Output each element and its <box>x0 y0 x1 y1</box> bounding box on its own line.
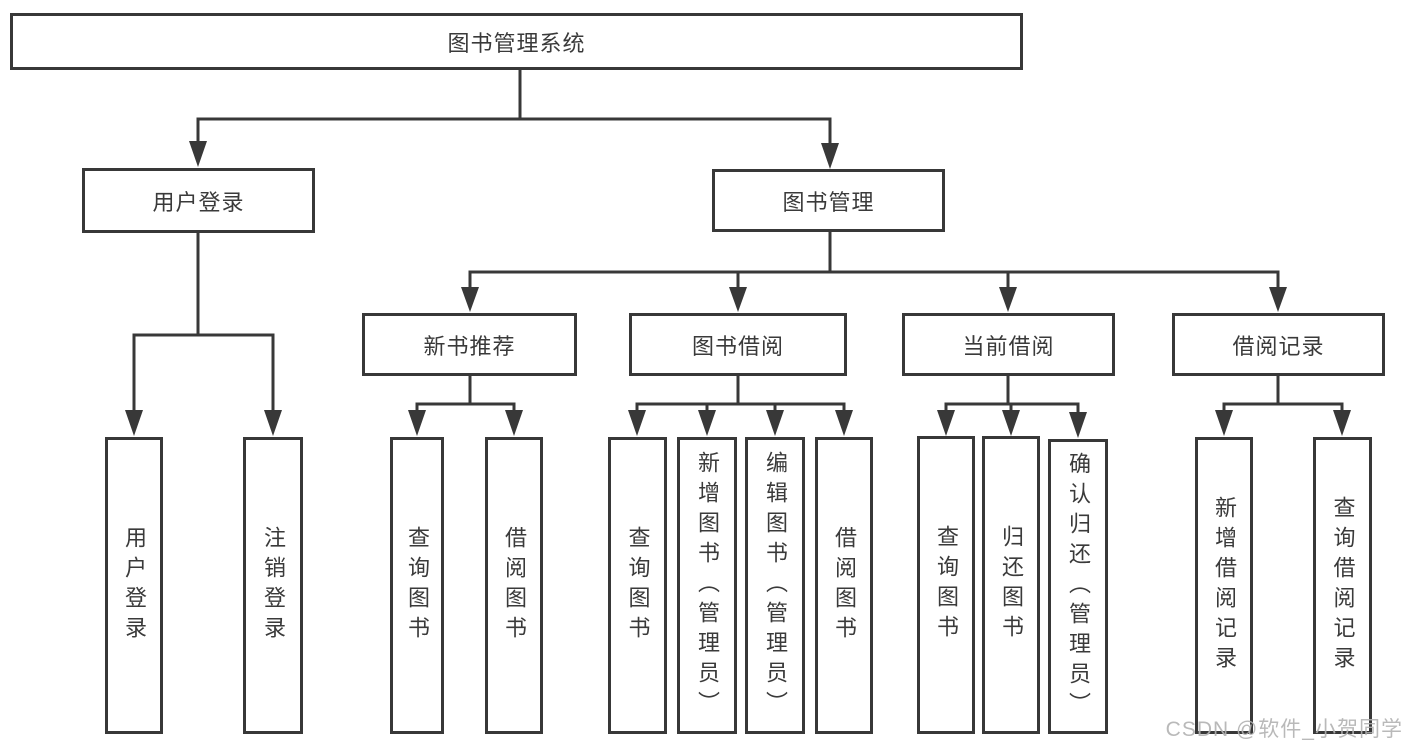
node-label: 查询图书 <box>625 525 651 646</box>
leaf-add-borrow-record: 新增借阅记录 <box>1195 437 1253 734</box>
node-label: 归还图书 <box>999 525 1024 645</box>
node-library-management-system: 图书管理系统 <box>10 13 1023 70</box>
leaf-query-books: 查询图书 <box>608 437 667 734</box>
node-label: 新书推荐 <box>423 333 516 359</box>
node-book-borrow: 图书借阅 <box>629 313 847 376</box>
node-label: 新增图书（管理员） <box>695 450 720 721</box>
leaf-query-books: 查询图书 <box>917 436 975 734</box>
node-label: 编辑图书（管理员） <box>763 450 788 721</box>
node-user-login: 用户登录 <box>82 168 315 233</box>
leaf-confirm-return-admin: 确认归还（管理员） <box>1048 439 1108 734</box>
csdn-watermark: CSDN @软件_小贺同学 <box>1165 718 1403 741</box>
node-label: 借阅图书 <box>832 525 857 646</box>
leaf-borrow-books: 借阅图书 <box>815 437 873 734</box>
node-label: 新增借阅记录 <box>1212 495 1237 676</box>
leaf-logout: 注销登录 <box>243 437 303 734</box>
node-label: 借阅记录 <box>1232 333 1325 359</box>
node-label: 用户登录 <box>152 189 245 215</box>
node-label: 当前借阅 <box>962 333 1055 359</box>
node-label: 图书管理系统 <box>447 30 586 56</box>
leaf-user-login: 用户登录 <box>105 437 163 734</box>
node-label: 查询图书 <box>405 525 430 646</box>
node-current-borrow: 当前借阅 <box>902 313 1115 376</box>
node-new-book-recommend: 新书推荐 <box>362 313 577 376</box>
leaf-query-borrow-record: 查询借阅记录 <box>1313 437 1372 734</box>
leaf-add-books-admin: 新增图书（管理员） <box>677 437 737 734</box>
leaf-return-books: 归还图书 <box>982 436 1040 734</box>
leaf-edit-books-admin: 编辑图书（管理员） <box>745 437 805 734</box>
node-label: 查询图书 <box>934 525 959 645</box>
node-label: 图书管理 <box>782 189 875 215</box>
node-label: 借阅图书 <box>502 525 527 646</box>
leaf-borrow-books: 借阅图书 <box>485 437 543 734</box>
node-book-management: 图书管理 <box>712 169 945 232</box>
node-label: 用户登录 <box>122 525 147 646</box>
node-label: 确认归还（管理员） <box>1066 451 1091 722</box>
node-borrow-records: 借阅记录 <box>1172 313 1385 376</box>
node-label: 图书借阅 <box>691 333 784 359</box>
leaf-query-books: 查询图书 <box>390 437 444 734</box>
node-label: 注销登录 <box>261 525 286 646</box>
node-label: 查询借阅记录 <box>1330 495 1356 676</box>
